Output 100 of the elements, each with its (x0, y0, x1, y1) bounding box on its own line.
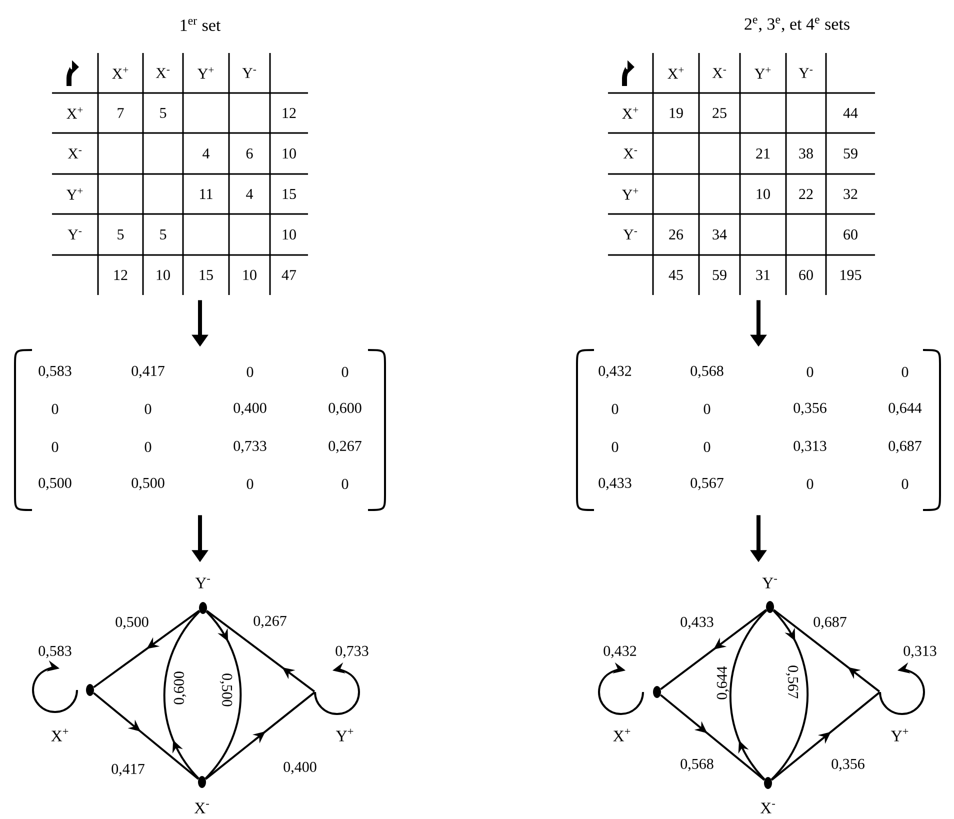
matrix-entry: 0 (52, 442, 58, 452)
table-cell: 32 (844, 188, 858, 200)
table-cell: 6 (246, 148, 253, 159)
matrix-entry: 0,313 (794, 440, 826, 454)
edge-label: 0,567 (786, 666, 798, 698)
arrow (729, 610, 768, 780)
table-cell: 38 (799, 148, 813, 159)
table-cell: 195 (840, 270, 862, 280)
vertex-label: Y$^{+}$ (891, 728, 908, 742)
arrow (93, 610, 200, 688)
table-cell: Y$^{-}$ (623, 230, 638, 240)
matrix-entry: 0,733 (234, 440, 266, 454)
matrix-entry: 0,432 (598, 366, 632, 378)
table-cell: 12 (282, 108, 296, 118)
matrix-entry: 0 (342, 478, 348, 490)
matrix-entry: 0 (246, 366, 254, 378)
edge-label: 0,687 (814, 616, 846, 630)
table-cell: Y$^{+}$ (754, 67, 771, 79)
arrow (773, 609, 880, 692)
edge-label: 0,500 (116, 616, 148, 630)
table-cell: 4 (202, 148, 210, 158)
edge-label: 0,267 (254, 616, 286, 628)
edge-label: 0,600 (174, 672, 186, 704)
arrow (771, 692, 880, 781)
arrow (660, 694, 765, 781)
table-cell: 25 (712, 108, 726, 118)
table-cell: Y$^{+}$ (198, 67, 214, 79)
matrix-entry: 0 (806, 478, 814, 490)
edge-label: 0,568 (680, 758, 714, 772)
table-cell: X$^{-}$ (156, 68, 170, 78)
edge-label: 0,313 (904, 646, 936, 658)
arrow (660, 609, 767, 690)
table-cell: X$^{-}$ (68, 148, 82, 158)
table-title: 2$^{e}$, 3$^{e}$, et 4$^{e}$ sets (744, 18, 850, 32)
matrix-entry: 0 (612, 404, 618, 414)
edge-label: 0,356 (832, 758, 864, 772)
matrix-entry: 0 (144, 404, 152, 414)
vertex-label: X$^{+}$ (613, 728, 630, 742)
table-cell: 44 (843, 108, 858, 118)
table-cell: 5 (118, 230, 124, 240)
table-cell: 47 (282, 270, 296, 280)
table-cell: 4 (246, 189, 254, 199)
table-cell: Y$^{+}$ (622, 188, 638, 200)
arrow (32, 660, 78, 713)
matrix-entry: 0,417 (132, 366, 164, 378)
vertex-label: X$^{-}$ (760, 802, 775, 814)
table-cell: X$^{+}$ (66, 107, 83, 119)
table-cell: X$^{+}$ (668, 67, 684, 79)
vertex-label: X$^{-}$ (194, 802, 209, 814)
matrix-entry: 0 (144, 442, 152, 452)
matrix-entry: 0 (246, 478, 254, 490)
table-cell: 5 (160, 108, 166, 118)
matrix-entry: 0,267 (328, 440, 362, 454)
matrix-entry: 0,687 (888, 440, 922, 454)
table-title: 1$^{er}$ set (180, 18, 221, 32)
edge-label: 0,500 (220, 674, 232, 706)
table-cell: 10 (282, 148, 296, 159)
edge-label: 0,583 (38, 646, 72, 658)
matrix-entry: 0,400 (234, 402, 266, 416)
matrix-entry: 0,568 (690, 366, 724, 378)
arrow (204, 610, 242, 780)
table-cell: 10 (243, 270, 256, 280)
matrix-entry: 0 (902, 478, 908, 490)
table-cell: Y$^{+}$ (66, 188, 83, 200)
edge-label: 0,400 (284, 762, 316, 774)
matrix-entry: 0 (342, 366, 348, 378)
edge-label: 0,417 (112, 764, 144, 776)
matrix-entry: 0 (704, 404, 710, 414)
edge-label: 0,432 (604, 646, 636, 658)
table-cell: Y$^{-}$ (798, 68, 813, 78)
vertex-label: X$^{+}$ (51, 728, 68, 742)
table-cell: Y$^{-}$ (242, 68, 256, 78)
matrix-entry: 0 (902, 366, 908, 378)
edge-label: 0,644 (716, 666, 730, 700)
table-cell: 60 (844, 229, 858, 240)
table-cell: 11 (200, 189, 212, 199)
table-cell: X$^{+}$ (112, 67, 128, 79)
table-cell: 10 (156, 270, 170, 280)
table-cell: Y$^{-}$ (68, 230, 82, 240)
table-cell: 26 (669, 229, 684, 240)
vertex-label: Y$^{-}$ (762, 578, 777, 588)
table-cell: 10 (282, 229, 296, 240)
table-cell: X$^{-}$ (712, 68, 726, 78)
table-cell: 10 (756, 188, 770, 200)
matrix-entry: 0,583 (38, 366, 72, 378)
matrix-entry: 0,500 (132, 478, 164, 490)
matrix-entry: 0,433 (598, 478, 632, 490)
table-cell: 12 (114, 270, 128, 280)
matrix-entry: 0,356 (794, 402, 826, 416)
table-cell: 19 (670, 108, 683, 118)
arrow (163, 610, 200, 780)
matrix-entry: 0 (612, 442, 618, 452)
matrix-entry: 0,567 (690, 478, 724, 490)
arrow (206, 610, 316, 692)
table-cell: 34 (712, 229, 727, 240)
arrow (205, 692, 316, 780)
table-cell: 15 (200, 270, 213, 280)
vertex-label: Y$^{-}$ (195, 578, 210, 588)
vertex-label: Y$^{+}$ (336, 728, 354, 742)
table-cell: 7 (118, 108, 124, 118)
